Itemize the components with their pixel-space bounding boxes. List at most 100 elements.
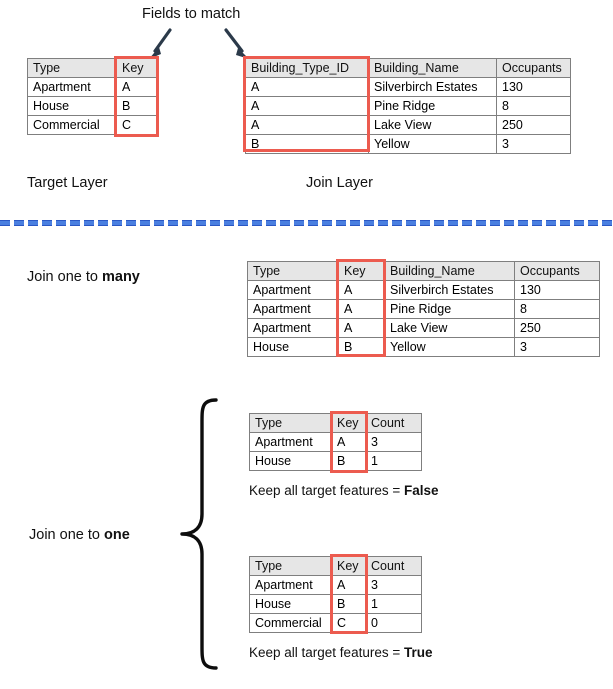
- table-row: Commercial C 0: [249, 613, 422, 633]
- cell: 3: [514, 337, 600, 357]
- table-row: Apartment A 3: [249, 432, 422, 452]
- column-header: Building_Type_ID: [245, 58, 369, 78]
- cell: Apartment: [247, 299, 339, 319]
- table-row: House B Yellow 3: [247, 337, 600, 357]
- column-header: Building_Name: [368, 58, 497, 78]
- keep-all-false-label: Keep all target features = False: [249, 483, 439, 499]
- cell: Silverbirch Estates: [384, 280, 515, 300]
- join-layer-table: Building_Type_ID Building_Name Occupants…: [245, 58, 571, 154]
- cell: Apartment: [249, 575, 332, 595]
- cell: Apartment: [247, 318, 339, 338]
- cell: B: [338, 337, 385, 357]
- cell: A: [245, 96, 369, 116]
- table-header-row: Type Key: [27, 58, 158, 78]
- cell: 130: [514, 280, 600, 300]
- cell: Lake View: [368, 115, 497, 135]
- cell: Apartment: [249, 432, 332, 452]
- cell: B: [245, 134, 369, 154]
- table-row: Apartment A: [27, 77, 158, 97]
- table-row: House B: [27, 96, 158, 116]
- table-row: Apartment A Lake View 250: [247, 318, 600, 338]
- column-header: Count: [365, 413, 422, 433]
- cell: 250: [496, 115, 571, 135]
- keep-all-true-label: Keep all target features = True: [249, 645, 433, 661]
- cell: C: [116, 115, 158, 135]
- target-layer-caption: Target Layer: [27, 175, 108, 191]
- join-one-to-many-prefix: Join one to: [27, 269, 102, 285]
- cell: 3: [365, 432, 422, 452]
- cell: House: [27, 96, 117, 116]
- keep-all-prefix: Keep all target features =: [249, 483, 404, 498]
- column-header: Key: [331, 413, 366, 433]
- column-header: Count: [365, 556, 422, 576]
- cell: Lake View: [384, 318, 515, 338]
- keep-all-prefix: Keep all target features =: [249, 645, 404, 660]
- cell: 3: [365, 575, 422, 595]
- cell: C: [331, 613, 366, 633]
- cell: A: [116, 77, 158, 97]
- cell: Apartment: [247, 280, 339, 300]
- join-one-to-many-emphasis: many: [101, 269, 140, 285]
- one-to-one-false-table-wrapper: Type Key Count Apartment A 3 House B 1: [249, 413, 422, 471]
- target-layer-table: Type Key Apartment A House B Commercial …: [27, 58, 158, 135]
- table-row: Apartment A 3: [249, 575, 422, 595]
- column-header: Key: [116, 58, 158, 78]
- one-to-one-true-table-wrapper: Type Key Count Apartment A 3 House B 1 C…: [249, 556, 422, 633]
- cell: 1: [365, 594, 422, 614]
- table-row: Apartment A Pine Ridge 8: [247, 299, 600, 319]
- column-header: Type: [27, 58, 117, 78]
- cell: Silverbirch Estates: [368, 77, 497, 97]
- join-one-to-many-label: Join one to many: [27, 269, 140, 286]
- cell: A: [338, 299, 385, 319]
- cell: 8: [514, 299, 600, 319]
- join-layer-table-wrapper: Building_Type_ID Building_Name Occupants…: [245, 58, 571, 154]
- cell: 1: [365, 451, 422, 471]
- column-header: Occupants: [514, 261, 600, 281]
- column-header: Type: [249, 556, 332, 576]
- curly-brace-icon: [178, 396, 220, 672]
- join-one-to-one-prefix: Join one to: [29, 527, 104, 543]
- keep-all-value: False: [403, 483, 439, 498]
- keep-all-value: True: [403, 645, 433, 660]
- column-header: Key: [338, 261, 385, 281]
- cell: 250: [514, 318, 600, 338]
- table-row: A Lake View 250: [245, 115, 571, 135]
- cell: Commercial: [249, 613, 332, 633]
- cell: Pine Ridge: [384, 299, 515, 319]
- one-to-one-true-table: Type Key Count Apartment A 3 House B 1 C…: [249, 556, 422, 633]
- table-row: House B 1: [249, 594, 422, 614]
- arrow-down-left-icon: [145, 28, 175, 60]
- cell: A: [245, 77, 369, 97]
- cell: Apartment: [27, 77, 117, 97]
- cell: A: [331, 432, 366, 452]
- table-header-row: Type Key Count: [249, 413, 422, 433]
- table-row: House B 1: [249, 451, 422, 471]
- cell: House: [249, 451, 332, 471]
- cell: 130: [496, 77, 571, 97]
- table-header-row: Building_Type_ID Building_Name Occupants: [245, 58, 571, 78]
- cell: A: [245, 115, 369, 135]
- target-layer-table-wrapper: Type Key Apartment A House B Commercial …: [27, 58, 158, 135]
- cell: A: [331, 575, 366, 595]
- fields-to-match-label: Fields to match: [142, 6, 241, 22]
- cell: Yellow: [384, 337, 515, 357]
- column-header: Occupants: [496, 58, 571, 78]
- cell: Yellow: [368, 134, 497, 154]
- cell: A: [338, 280, 385, 300]
- cell: House: [249, 594, 332, 614]
- one-to-many-result-table: Type Key Building_Name Occupants Apartme…: [247, 261, 600, 357]
- cell: A: [338, 318, 385, 338]
- cell: B: [116, 96, 158, 116]
- column-header: Key: [331, 556, 366, 576]
- cell: Pine Ridge: [368, 96, 497, 116]
- table-row: A Pine Ridge 8: [245, 96, 571, 116]
- table-row: B Yellow 3: [245, 134, 571, 154]
- cell: 0: [365, 613, 422, 633]
- arrow-down-right-icon: [222, 28, 254, 60]
- one-to-one-false-table: Type Key Count Apartment A 3 House B 1: [249, 413, 422, 471]
- join-one-to-one-label: Join one to one: [29, 527, 130, 544]
- one-to-many-result-table-wrapper: Type Key Building_Name Occupants Apartme…: [247, 261, 600, 357]
- cell: 8: [496, 96, 571, 116]
- dashed-divider-icon: [0, 220, 613, 226]
- table-row: Apartment A Silverbirch Estates 130: [247, 280, 600, 300]
